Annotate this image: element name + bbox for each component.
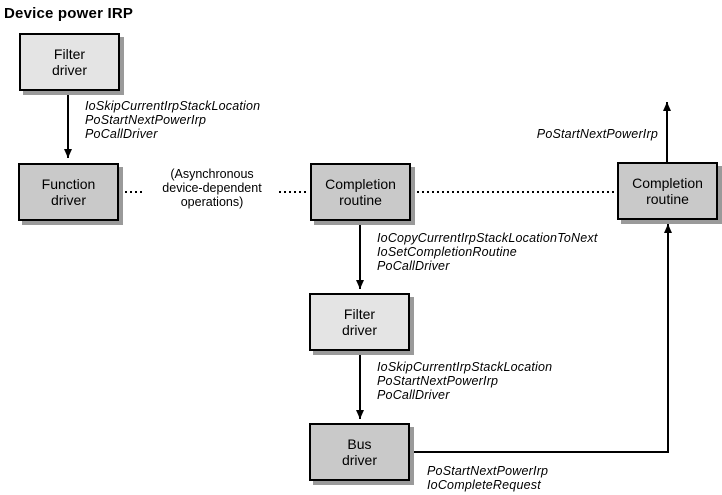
arrow-bus-to-completion-right xyxy=(411,224,672,453)
box-filter-driver-mid: Filter driver xyxy=(309,293,410,351)
label-completion-mid-calls: IoCopyCurrentIrpStackLocationToNext IoSe… xyxy=(377,231,598,273)
box-bus-driver: Bus driver xyxy=(309,423,410,481)
label-bus-calls: PoStartNextPowerIrp IoCompleteRequest xyxy=(427,464,549,492)
box-completion-routine-mid: Completion routine xyxy=(310,163,411,221)
box-filter-driver-top: Filter driver xyxy=(19,33,120,91)
label-filter-mid-calls: IoSkipCurrentIrpStackLocation PoStartNex… xyxy=(377,360,553,402)
label-async-note: (Asynchronous device-dependent operation… xyxy=(162,167,262,209)
box-completion-routine-right: Completion routine xyxy=(617,162,718,220)
box-function-driver: Function driver xyxy=(18,163,119,221)
label-completion-right-call: PoStartNextPowerIrp xyxy=(536,127,658,141)
label-filter-top-calls: IoSkipCurrentIrpStackLocation PoStartNex… xyxy=(85,99,261,141)
diagram-title: Device power IRP xyxy=(4,5,134,22)
